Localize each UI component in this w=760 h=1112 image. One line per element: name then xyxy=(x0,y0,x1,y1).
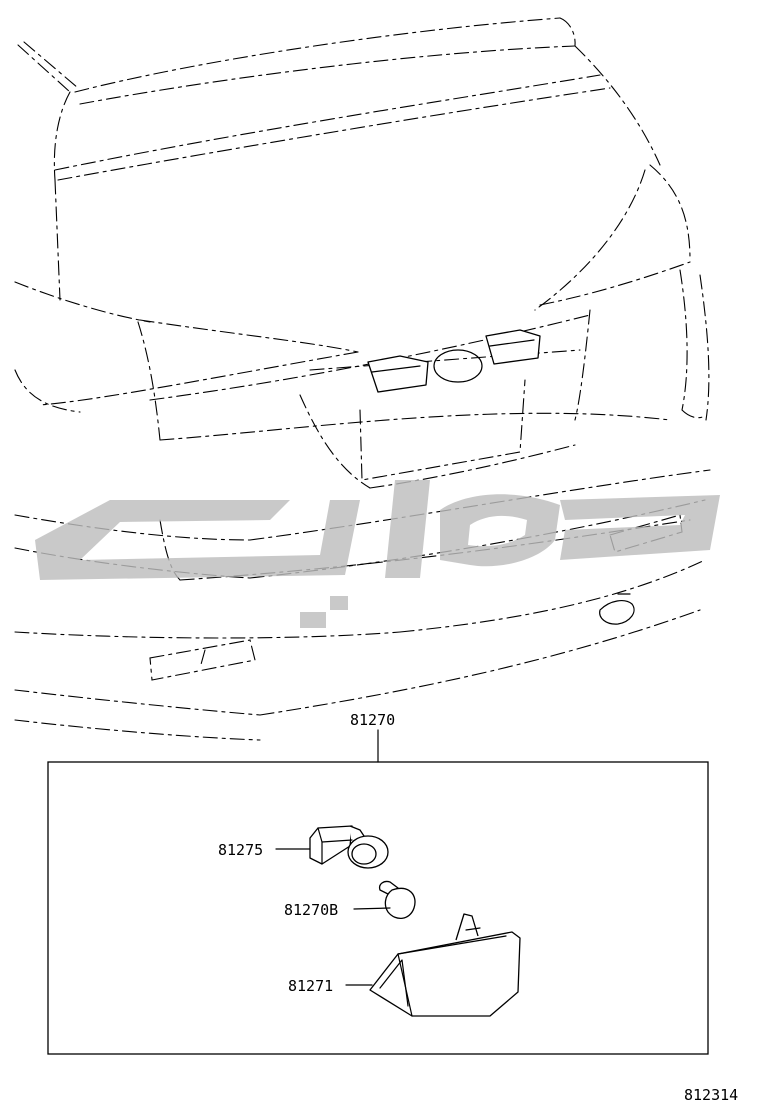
part-number-lens[interactable]: 81271 xyxy=(288,977,333,995)
watermark-logo xyxy=(35,480,720,628)
lens-illustration xyxy=(369,913,521,1017)
assembly-part-number[interactable]: 81270 xyxy=(350,711,395,729)
vehicle-rear-outline xyxy=(14,17,711,741)
socket-illustration xyxy=(309,825,389,869)
bulb-illustration xyxy=(378,880,416,919)
part-number-socket[interactable]: 81275 xyxy=(218,841,263,859)
leader-bulb xyxy=(353,907,391,910)
assembly-box xyxy=(47,729,709,1055)
part-number-bulb[interactable]: 81270B xyxy=(284,901,338,919)
figure-id: 812314 xyxy=(684,1086,738,1104)
